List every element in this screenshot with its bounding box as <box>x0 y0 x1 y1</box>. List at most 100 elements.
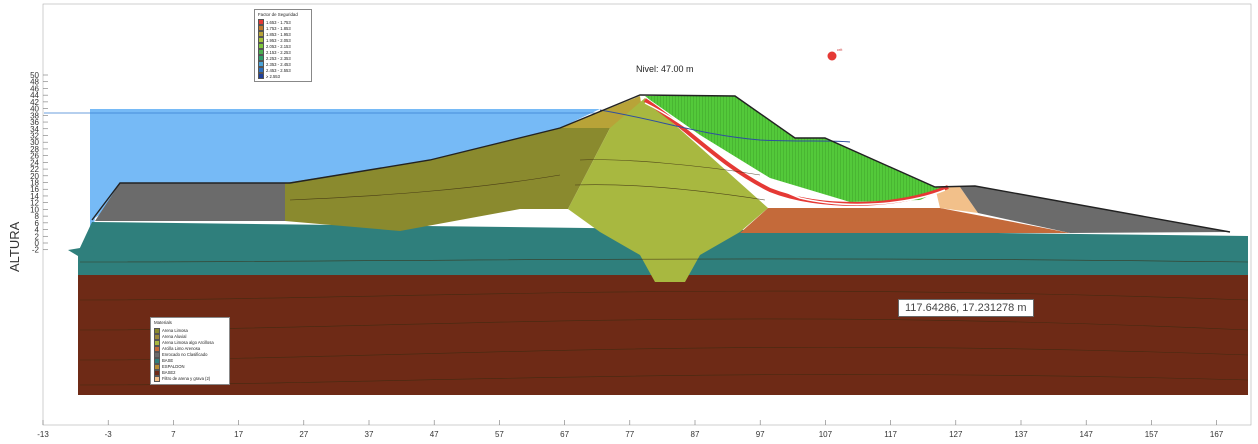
safety-factor-legend-item: 1.853 - 1.953 <box>258 31 308 38</box>
phreatic-line <box>599 109 851 143</box>
safety-factor-legend-item: 2.253 - 2.353 <box>258 55 308 62</box>
safety-factor-legend-label: 1.953 - 2.053 <box>266 37 291 43</box>
y-tick-label: 46 <box>30 84 39 93</box>
materials-legend-label: BASE2 <box>162 369 176 375</box>
materials-legend-item: Arcilla Limo Arenosa <box>154 345 226 352</box>
y-tick-label: 36 <box>30 118 39 127</box>
secondary-slip-surface <box>644 102 946 206</box>
materials-legend-item: BASE <box>154 357 226 364</box>
y-tick-label: 32 <box>30 131 39 140</box>
y-tick-label: 4 <box>35 226 40 235</box>
y-tick-label: 42 <box>30 98 39 107</box>
y-tick-label: 18 <box>30 179 39 188</box>
x-tick-label: 47 <box>430 430 439 439</box>
safety-factor-legend-swatch <box>258 73 264 80</box>
coordinate-readout: 117.64286, 17.231278 m <box>898 299 1034 317</box>
materials-legend-item: BASE2 <box>154 369 226 376</box>
y-tick-label: 44 <box>30 91 39 100</box>
x-tick-label: 77 <box>625 430 634 439</box>
safety-factor-legend-swatch <box>258 43 264 50</box>
y-tick-label: 28 <box>30 145 39 154</box>
x-tick-label: 57 <box>495 430 504 439</box>
dam-outline <box>91 94 1231 233</box>
safety-factor-legend-item: 1.653 - 1.753 <box>258 19 308 26</box>
safety-factor-legend-swatch <box>258 49 264 56</box>
materials-legend-label: Arena Aluvial <box>162 333 187 339</box>
materials-legend-label: Arcilla Limo Arenosa <box>162 345 201 351</box>
safety-factor-legend-item: 2.453 - 2.553 <box>258 67 308 74</box>
y-tick-label: 48 <box>30 78 39 87</box>
downstream-rockfill <box>960 186 1230 233</box>
safety-factor-legend-swatch <box>258 67 264 74</box>
x-tick-label: 97 <box>756 430 765 439</box>
safety-factor-legend-item: ≥ 2.553 <box>258 73 308 80</box>
safety-factor-legend-label: 2.053 - 2.153 <box>266 43 291 49</box>
safety-factor-legend-label: 2.153 - 2.253 <box>266 49 291 55</box>
materials-legend-item: ESPALDON <box>154 363 226 370</box>
x-tick-label: 157 <box>1145 430 1159 439</box>
materials-legend-label: Enrocado no Clasificado <box>162 351 208 357</box>
safety-factor-legend-swatch <box>258 31 264 38</box>
safety-factor-legend-item: 2.353 - 2.453 <box>258 61 308 68</box>
materials-legend-label: ESPALDON <box>162 363 185 369</box>
materials-legend-swatch <box>154 375 160 382</box>
x-tick-label: 117 <box>884 430 897 439</box>
materials-legend-item: Arena Limosa algo Arcillosa <box>154 339 226 346</box>
materials-legend-swatch <box>154 351 160 358</box>
critical-slip-surface <box>643 98 949 206</box>
materials-legend-swatch <box>154 339 160 346</box>
x-tick-label: -13 <box>37 430 49 439</box>
safety-factor-legend-label: 1.853 - 1.953 <box>266 31 291 37</box>
materials-legend-item: Arena Aluvial <box>154 333 226 340</box>
x-tick-label: 37 <box>365 430 374 439</box>
y-tick-label: 20 <box>30 172 39 181</box>
dam-core <box>568 98 768 282</box>
x-tick-label: 27 <box>299 430 308 439</box>
materials-legend-swatch <box>154 333 160 340</box>
safety-factor-legend-item: 1.753 - 1.853 <box>258 25 308 32</box>
materials-legend-item: Filtro de arena y grava (2) <box>154 375 226 382</box>
materials-legend-swatch <box>154 363 160 370</box>
safety-factor-legend-label: 2.253 - 2.353 <box>266 55 291 61</box>
materials-legend-swatch <box>154 357 160 364</box>
x-tick-label: 87 <box>691 430 700 439</box>
y-tick-label: 14 <box>30 192 39 201</box>
downstream-clay <box>740 208 1070 233</box>
x-tick-label: 137 <box>1014 430 1028 439</box>
safety-factor-legend-swatch <box>258 37 264 44</box>
materials-legend-swatch <box>154 327 160 334</box>
y-tick-label: 24 <box>30 158 39 167</box>
x-tick-label: 147 <box>1080 430 1094 439</box>
materials-legend-label: Filtro de arena y grava (2) <box>162 375 211 381</box>
drain-filter <box>935 187 978 213</box>
upstream-rockfill <box>95 183 290 221</box>
critical-center-marker[interactable] <box>827 51 837 61</box>
y-tick-label: 26 <box>30 152 39 161</box>
y-tick-label: -2 <box>32 246 40 255</box>
safety-factor-legend-item: 2.153 - 2.253 <box>258 49 308 56</box>
safety-factor-legend-item: 1.953 - 2.053 <box>258 37 308 44</box>
materials-legend-item: Enrocado no Clasificado <box>154 351 226 358</box>
x-tick-label: 167 <box>1210 430 1224 439</box>
safety-factor-legend-swatch <box>258 61 264 68</box>
critical-center-label: crit <box>837 47 843 52</box>
water-level-label: Nivel: 47.00 m <box>636 64 694 74</box>
x-tick-label: 17 <box>234 430 243 439</box>
reservoir-water <box>90 109 600 248</box>
left-cutoff <box>68 246 95 256</box>
materials-legend-label: Arena Limosa algo Arcillosa <box>162 339 214 345</box>
safety-factor-legend-title: Factor de Seguridad <box>258 12 298 17</box>
y-tick-label: 2 <box>35 232 40 241</box>
materials-legend-swatch <box>154 369 160 376</box>
y-tick-label: 6 <box>35 219 40 228</box>
y-tick-label: 0 <box>35 239 40 248</box>
safety-factor-legend-label: 2.453 - 2.553 <box>266 67 291 73</box>
y-tick-label: 30 <box>30 138 39 147</box>
y-tick-label: 8 <box>35 212 40 221</box>
safety-factor-legend-label: 1.753 - 1.853 <box>266 25 291 31</box>
x-tick-label: 7 <box>171 430 176 439</box>
x-tick-label: -3 <box>105 430 113 439</box>
